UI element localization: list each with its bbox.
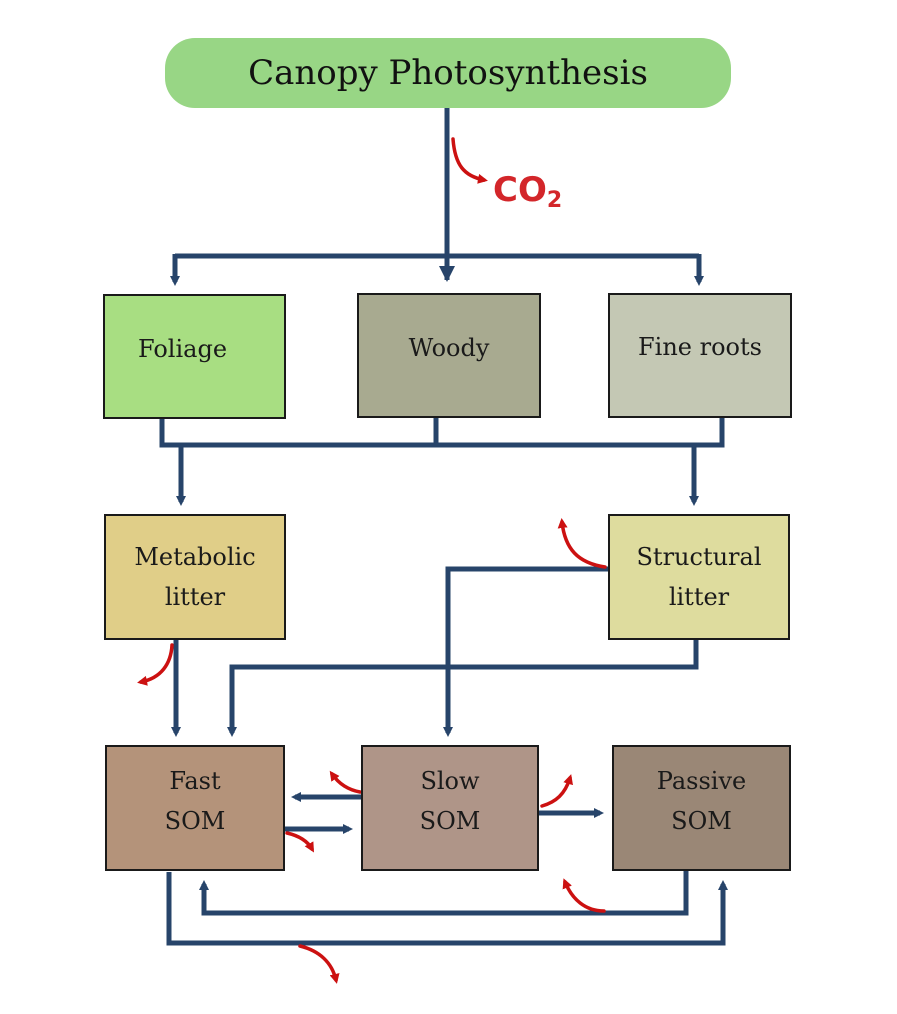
fine-roots-pool: Fine roots bbox=[608, 293, 792, 418]
arrow-litterfall-bar bbox=[159, 418, 725, 448]
respiration-arrow-metabolic-litter bbox=[137, 643, 174, 686]
co2-label: CO2 bbox=[493, 170, 563, 213]
respiration-arrow-fast-som bbox=[285, 831, 314, 853]
woody-pool: Woody bbox=[357, 293, 541, 418]
passive-som-pool: Passive SOM bbox=[612, 745, 791, 871]
respiration-arrow-passive-som bbox=[562, 878, 606, 913]
arrow-fast-to-passive-som bbox=[166, 872, 728, 946]
foliage-pool: Foliage bbox=[103, 294, 286, 419]
respiration-arrow-slow-som-left bbox=[329, 770, 362, 794]
arrow-structural-to-slow-som bbox=[443, 566, 608, 737]
respiration-arrow-fast-to-passive bbox=[298, 944, 340, 984]
metabolic-litter-pool: Metabolic litter bbox=[104, 514, 286, 640]
respiration-arrow-structural-litter bbox=[557, 518, 607, 569]
arrow-passive-to-fast-som bbox=[199, 870, 689, 916]
canopy-photosynthesis-title: Canopy Photosynthesis bbox=[165, 38, 731, 108]
fast-som-pool: Fast SOM bbox=[105, 745, 285, 871]
respiration-arrow-slow-som-right bbox=[540, 774, 573, 808]
arrow-structural-to-fast-som bbox=[227, 640, 699, 737]
slow-som-pool: Slow SOM bbox=[361, 745, 539, 871]
structural-litter-pool: Structural litter bbox=[608, 514, 790, 640]
respiration-arrow-photosynthesis bbox=[451, 137, 488, 184]
